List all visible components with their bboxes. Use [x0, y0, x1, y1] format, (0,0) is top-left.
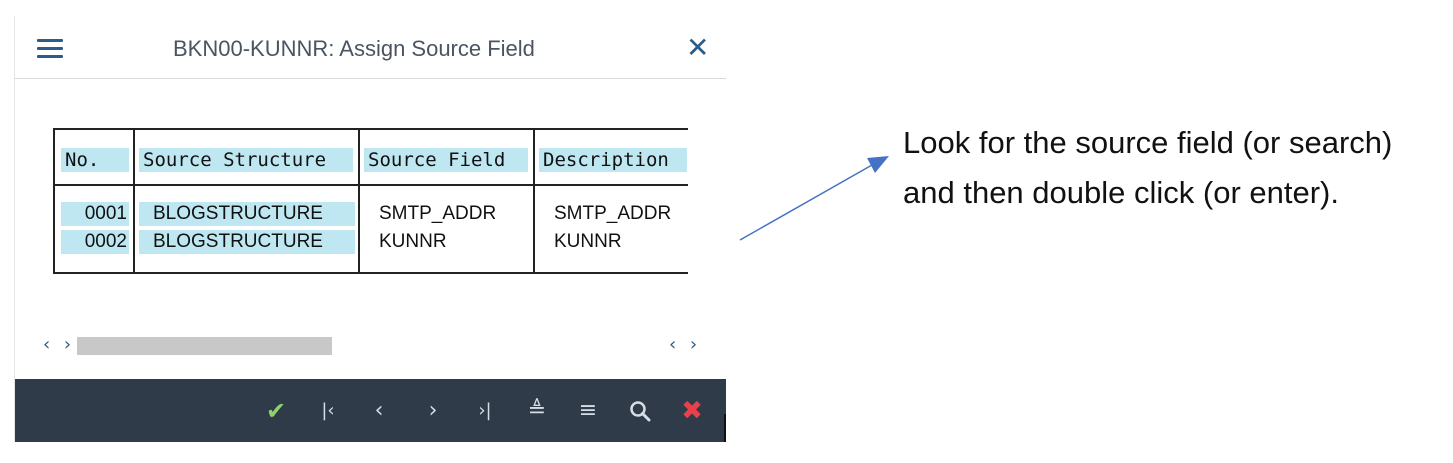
cancel-icon[interactable]: ✖	[681, 396, 703, 426]
hamburger-menu-icon[interactable]	[37, 39, 63, 59]
close-icon[interactable]: ✕	[686, 31, 710, 64]
next-icon[interactable]: ›	[428, 398, 438, 423]
border-mark	[724, 414, 726, 442]
column-header-source-structure[interactable]: Source Structure	[139, 148, 353, 172]
column-separator	[133, 130, 135, 272]
dialog-toolbar: ✔ |‹ ‹ › ›| ≜ ≡ ✖	[15, 379, 726, 442]
column-separator	[533, 130, 535, 272]
column-scroll-arrows-left[interactable]: ‹ ›	[43, 334, 76, 355]
table-row-1-no[interactable]: 0001	[61, 202, 129, 226]
table-row-2-source-structure[interactable]: BLOGSTRUCTURE	[139, 230, 355, 254]
sort-ascending-icon[interactable]: ≜	[527, 398, 547, 423]
column-header-source-field[interactable]: Source Field	[364, 148, 528, 172]
table-row-2-source-field[interactable]: KUNNR	[379, 231, 447, 252]
annotation-text: Look for the source field (or search) an…	[903, 118, 1448, 218]
assign-source-field-dialog: BKN00-KUNNR: Assign Source Field ✕ No. S…	[14, 16, 726, 442]
source-field-table: No. Source Structure Source Field Descri…	[53, 128, 688, 274]
table-row-2-description[interactable]: KUNNR	[554, 231, 622, 252]
column-header-description[interactable]: Description	[539, 148, 687, 172]
table-row-1-source-structure[interactable]: BLOGSTRUCTURE	[139, 202, 355, 226]
checkmark-icon[interactable]: ✔	[265, 397, 287, 425]
dialog-title-bar: BKN00-KUNNR: Assign Source Field ✕	[15, 16, 726, 79]
search-icon[interactable]	[624, 395, 656, 427]
filter-icon[interactable]: ≡	[578, 398, 598, 423]
column-header-no[interactable]: No.	[61, 148, 129, 172]
table-row-2-no[interactable]: 0002	[61, 230, 129, 254]
table-row-1-source-field[interactable]: SMTP_ADDR	[379, 203, 497, 224]
last-page-icon[interactable]: ›|	[478, 400, 492, 421]
previous-icon[interactable]: ‹	[374, 398, 384, 423]
dialog-title: BKN00-KUNNR: Assign Source Field	[173, 36, 535, 61]
table-row-1-description[interactable]: SMTP_ADDR	[554, 203, 672, 224]
header-separator	[55, 184, 688, 186]
annotation-line-1: Look for the source field (or search)	[903, 125, 1393, 160]
column-separator	[358, 130, 360, 272]
annotation-line-2: and then double click (or enter).	[903, 175, 1339, 210]
first-page-icon[interactable]: |‹	[321, 400, 335, 421]
horizontal-scrollbar-thumb[interactable]	[77, 337, 332, 355]
column-scroll-arrows-right[interactable]: ‹ ›	[669, 334, 702, 355]
